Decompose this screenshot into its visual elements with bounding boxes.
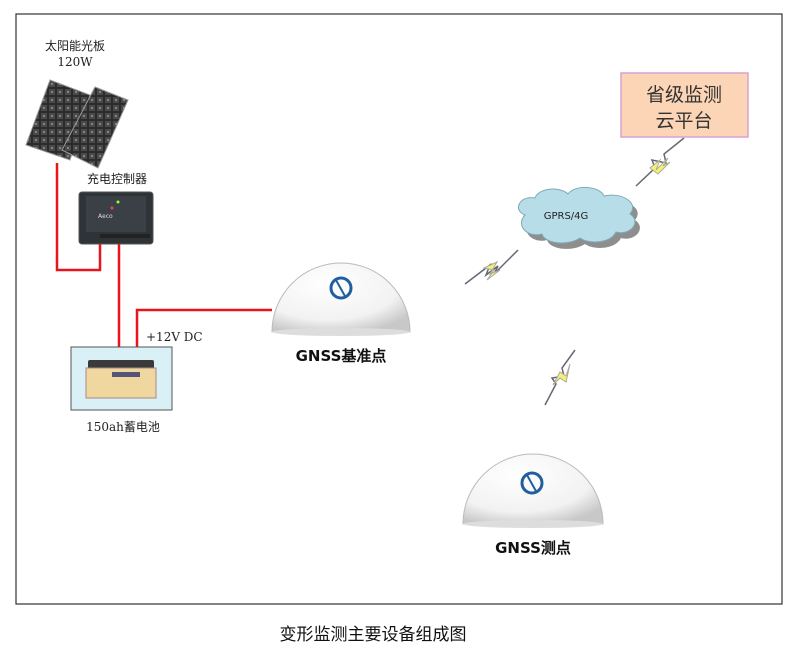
gnss-base-station-dome xyxy=(271,262,411,336)
svg-text:Aeco: Aeco xyxy=(98,213,113,220)
diagram-caption: 变形监测主要设备组成图 xyxy=(280,625,467,645)
charge-controller-icon: Aeco xyxy=(78,191,154,245)
platform-label-line1: 省级监测 xyxy=(646,84,722,106)
monitor-point-label: GNSS测点 xyxy=(495,539,571,557)
solar-panel-label: 太阳能光板 xyxy=(45,38,105,53)
wireless-link-icon xyxy=(544,349,576,406)
wireless-link-icon xyxy=(464,249,519,285)
cloud-icon xyxy=(518,187,640,249)
battery-station-wire xyxy=(135,308,272,347)
cloud-platform-box xyxy=(620,72,749,138)
solar-panel-power: 120W xyxy=(57,55,93,69)
battery-voltage-label: +12V DC xyxy=(146,330,203,344)
solar-panel-icon xyxy=(25,79,129,169)
panel-controller-wire xyxy=(55,163,102,272)
wireless-link-icon xyxy=(635,137,685,187)
network-label: GPRS/4G xyxy=(544,211,589,222)
platform-label-line2: 云平台 xyxy=(655,110,712,132)
battery-label: 150ah蓄电池 xyxy=(86,420,160,434)
base-station-label: GNSS基准点 xyxy=(296,347,387,365)
gnss-monitor-point-dome xyxy=(462,453,604,528)
battery-icon xyxy=(85,360,157,399)
controller-label: 充电控制器 xyxy=(87,171,147,186)
